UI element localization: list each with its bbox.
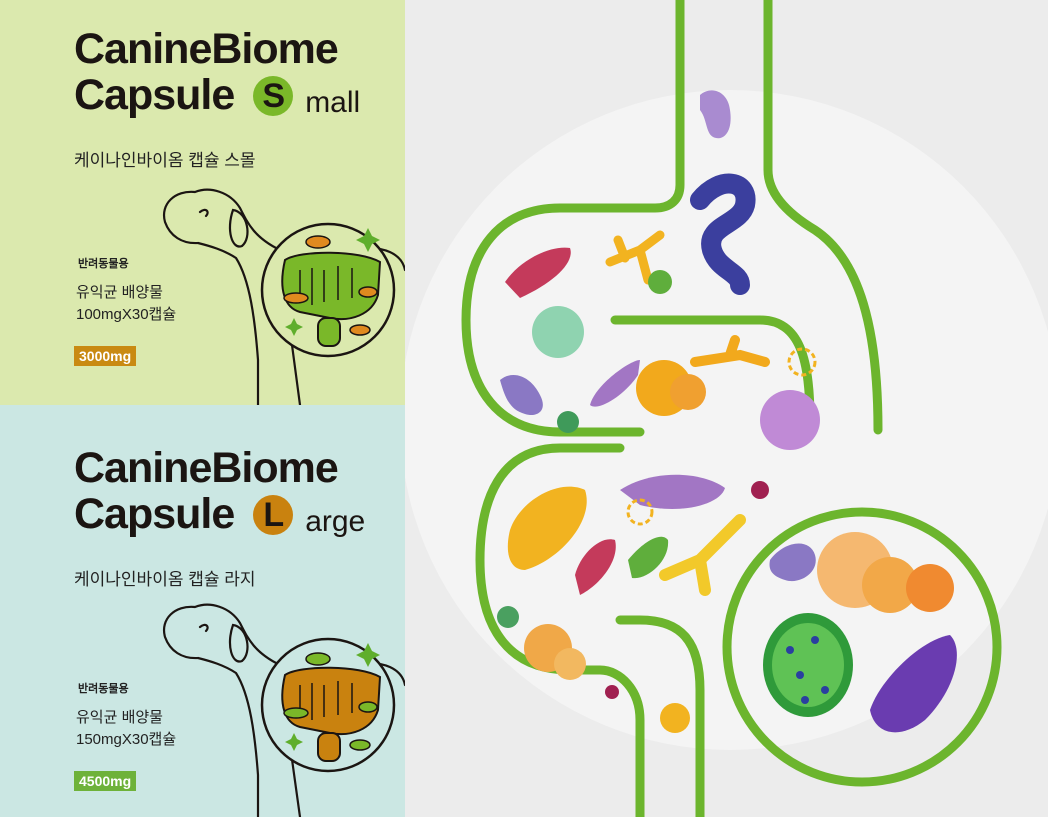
- description-large: 유익균 배양물 150mgX30캡슐: [76, 707, 176, 751]
- usage-label-small: 반려동물용: [78, 258, 129, 270]
- title-line-1: CanineBiome: [74, 444, 339, 492]
- title-capsule: Capsule: [74, 71, 235, 119]
- size-badge-large: L: [253, 495, 294, 535]
- product-title-small: CanineBiome Capsule S mall: [74, 26, 360, 123]
- product-title-large: CanineBiome Capsule L arge: [74, 445, 365, 542]
- gut-microbiome-illustration: [405, 0, 1048, 817]
- title-capsule: Capsule: [74, 490, 235, 538]
- title-line-2: Capsule L arge: [74, 491, 365, 542]
- dog-gut-illustration-large: [162, 603, 405, 817]
- desc-line-2: 100mgX30캡슐: [76, 306, 177, 323]
- bacteria-cluster: [497, 90, 957, 733]
- product-panel-small: CanineBiome Capsule S mall 케이나인바이옴 캡슐 스몰…: [0, 0, 405, 405]
- product-panel-large: CanineBiome Capsule L arge 케이나인바이옴 캡슐 라지…: [0, 405, 405, 817]
- desc-line-1: 유익균 배양물: [76, 284, 163, 301]
- title-line-1: CanineBiome: [74, 25, 339, 73]
- description-small: 유익균 배양물 100mgX30캡슐: [76, 282, 176, 326]
- size-rest-small: mall: [305, 86, 361, 119]
- size-badge-small: S: [253, 76, 294, 116]
- dose-badge-small: 3000mg: [74, 346, 137, 366]
- desc-line-1: 유익균 배양물: [76, 709, 163, 726]
- desc-line-2: 150mgX30캡슐: [76, 731, 177, 748]
- dose-badge-large: 4500mg: [74, 771, 137, 791]
- korean-name-small: 케이나인바이옴 캡슐 스몰: [74, 151, 256, 170]
- korean-name-large: 케이나인바이옴 캡슐 라지: [74, 570, 256, 589]
- title-line-2: Capsule S mall: [74, 72, 360, 123]
- usage-label-large: 반려동물용: [78, 683, 129, 695]
- size-rest-large: arge: [305, 505, 366, 538]
- dog-gut-illustration-small: [162, 188, 405, 405]
